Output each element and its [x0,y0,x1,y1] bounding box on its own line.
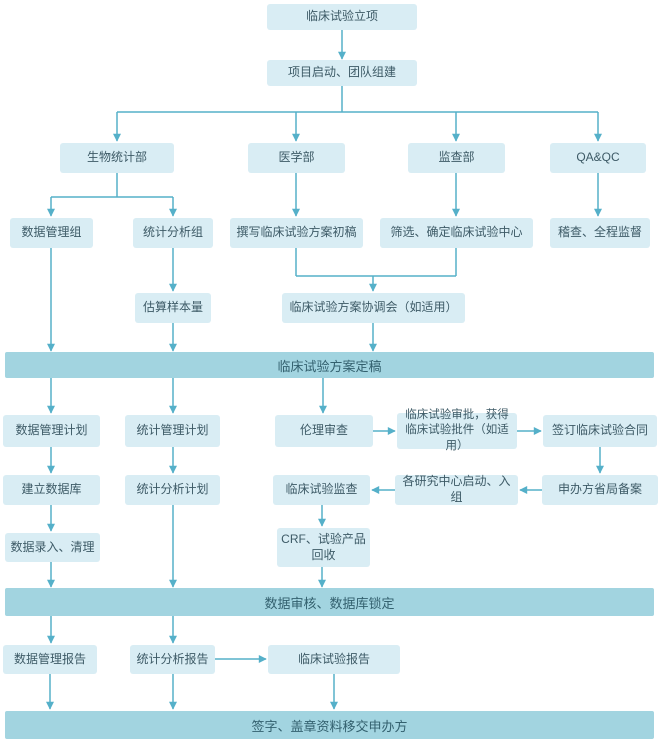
node-site-initiation: 各研究中心启动、入组 [395,474,518,505]
node-data-management-plan: 数据管理计划 [3,415,100,447]
node-stat-management-plan: 统计管理计划 [125,415,220,447]
node-data-management-report: 数据管理报告 [3,645,97,674]
node-medical-dept: 医学部 [248,143,345,173]
node-trial-initiation: 临床试验立项 [267,4,417,30]
node-project-kickoff: 项目启动、团队组建 [267,60,417,86]
node-select-sites: 筛选、确定临床试验中心 [380,218,533,248]
banner-handover-to-sponsor: 签字、盖章资料移交申办方 [5,711,654,739]
node-sponsor-filing: 申办方省局备案 [542,475,658,505]
node-clinical-trial-report: 临床试验报告 [268,645,400,674]
node-sample-size: 估算样本量 [135,293,211,323]
node-stat-analysis-group: 统计分析组 [133,218,213,248]
node-qaqc-dept: QA&QC [550,143,646,173]
node-trial-monitoring: 临床试验监查 [273,475,370,505]
node-audit-oversight: 稽查、全程监督 [550,218,650,248]
node-data-entry-cleaning: 数据录入、清理 [5,533,100,562]
node-stat-analysis-report: 统计分析报告 [130,645,215,674]
node-data-management-group: 数据管理组 [10,218,93,248]
node-protocol-meeting: 临床试验方案协调会（如适用） [282,293,465,323]
node-sign-contract: 签订临床试验合同 [543,415,657,447]
node-ethics-review: 伦理审查 [275,415,373,447]
node-draft-protocol: 撰写临床试验方案初稿 [230,218,363,248]
node-build-database: 建立数据库 [3,475,100,505]
node-biostatistics-dept: 生物统计部 [60,143,174,173]
node-trial-approval: 临床试验审批，获得临床试验批件（如适用） [397,409,517,452]
banner-database-lock: 数据审核、数据库锁定 [5,588,654,616]
banner-protocol-finalized: 临床试验方案定稿 [5,352,654,378]
node-monitoring-dept: 监查部 [408,143,505,173]
node-stat-analysis-plan: 统计分析计划 [125,475,220,505]
node-crf-product-return: CRF、试验产品回收 [277,528,370,567]
